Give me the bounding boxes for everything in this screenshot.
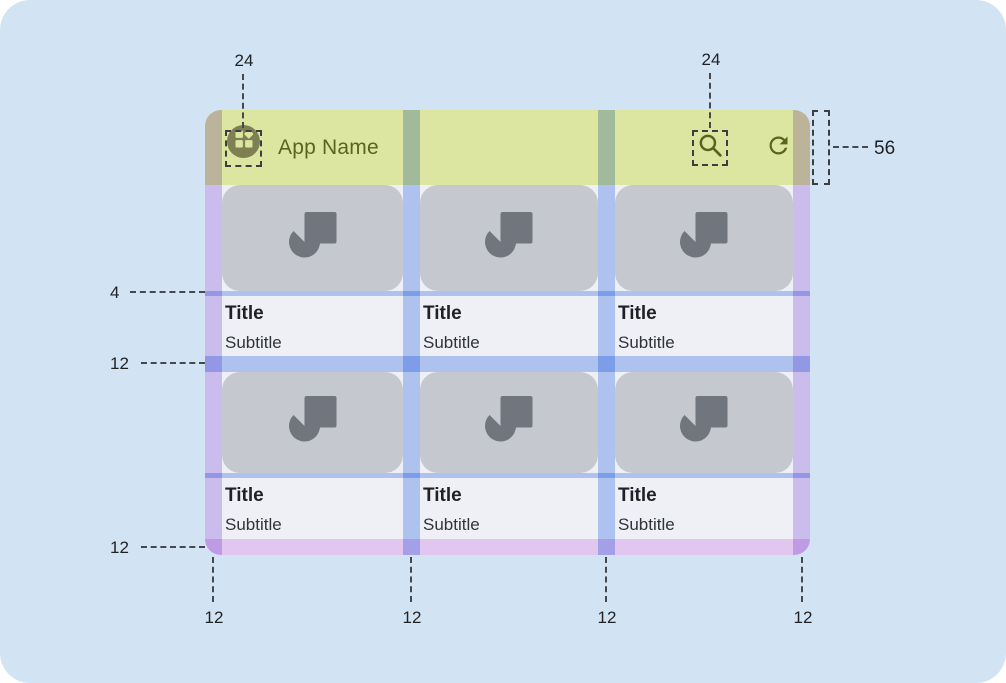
dim-box-leading-icon: [225, 130, 262, 167]
dim-label-right-margin: 12: [793, 608, 813, 627]
dim-label-gutter-1: 12: [402, 608, 422, 627]
card-image[interactable]: [615, 372, 793, 473]
search-button[interactable]: [692, 110, 728, 185]
card-image[interactable]: [222, 372, 403, 473]
card-image[interactable]: [615, 185, 793, 291]
card-title: Title: [423, 303, 462, 324]
card-subtitle: Subtitle: [225, 514, 282, 534]
card-title: Title: [225, 303, 264, 324]
image-placeholder-icon: [288, 396, 338, 449]
card-image[interactable]: [222, 185, 403, 291]
card-text[interactable]: Title Subtitle: [615, 296, 793, 356]
dim-label-appbar-height: 56: [874, 138, 896, 159]
dim-line: [141, 546, 205, 548]
card-text[interactable]: Title Subtitle: [615, 478, 793, 539]
dim-line: [801, 557, 803, 602]
app-title: App Name: [278, 135, 379, 159]
dim-bracket-appbar: [812, 110, 830, 185]
card-subtitle: Subtitle: [225, 332, 282, 352]
dim-box-search-icon: [692, 130, 728, 166]
image-placeholder-icon: [288, 211, 338, 265]
card-subtitle: Subtitle: [618, 514, 675, 534]
card-image[interactable]: [420, 372, 598, 473]
card-title: Title: [618, 303, 657, 324]
dim-line: [212, 557, 214, 602]
card-image[interactable]: [420, 185, 598, 291]
image-placeholder-icon: [484, 211, 534, 265]
card-subtitle: Subtitle: [618, 332, 675, 352]
card-text[interactable]: Title Subtitle: [420, 296, 598, 356]
card-text[interactable]: Title Subtitle: [222, 478, 403, 539]
dim-line: [605, 557, 607, 602]
dim-line: [833, 146, 868, 148]
app-mock: App Name: [205, 110, 810, 555]
dim-line: [709, 73, 711, 128]
dim-label-action-icon: 24: [701, 50, 721, 69]
bottom-margin-overlay: [205, 539, 810, 555]
card-title: Title: [225, 485, 264, 506]
dim-label-row-gutter: 12: [110, 354, 129, 373]
row-gutter-overlay: [205, 356, 810, 372]
card-text[interactable]: Title Subtitle: [420, 478, 598, 539]
search-icon: [697, 132, 724, 164]
dim-label-leading-icon: 24: [234, 51, 254, 70]
card-title: Title: [423, 485, 462, 506]
card-title: Title: [618, 485, 657, 506]
dim-line: [410, 557, 412, 602]
dim-line: [141, 362, 205, 364]
dim-label-gap: 4: [110, 283, 120, 302]
image-placeholder-icon: [679, 211, 729, 265]
image-placeholder-icon: [679, 396, 729, 449]
dim-line: [130, 291, 205, 293]
refresh-button[interactable]: [760, 110, 796, 185]
card-subtitle: Subtitle: [423, 332, 480, 352]
dim-label-left-margin: 12: [204, 608, 224, 627]
image-placeholder-icon: [484, 396, 534, 449]
dim-label-gutter-2: 12: [597, 608, 617, 627]
dim-label-bottom-margin: 12: [110, 538, 129, 557]
card-text[interactable]: Title Subtitle: [222, 296, 403, 356]
card-subtitle: Subtitle: [423, 514, 480, 534]
refresh-icon: [765, 132, 792, 164]
dim-line: [242, 74, 244, 128]
